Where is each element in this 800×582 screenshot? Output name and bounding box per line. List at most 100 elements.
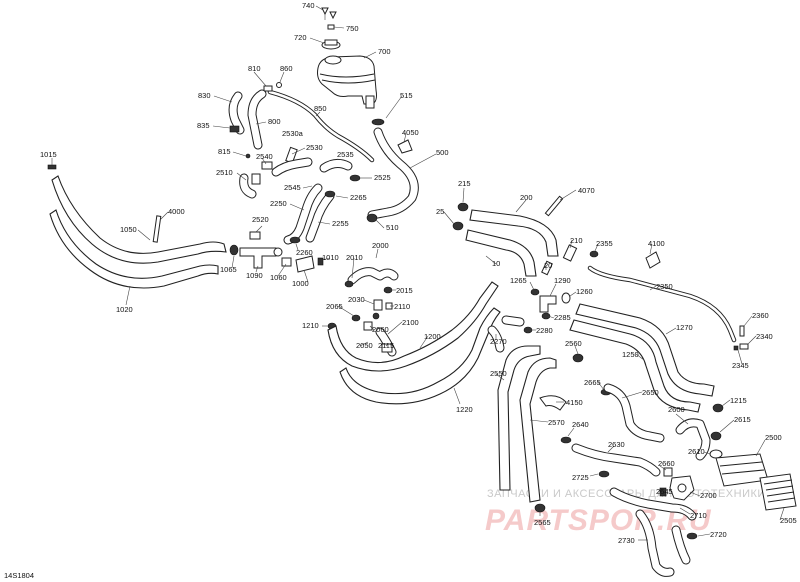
callout-2255: 2255 [332,219,349,228]
fitting-210-part [562,244,578,262]
callout-2030: 2030 [348,295,365,304]
callout-2280: 2280 [536,326,553,335]
hose-830-part [229,92,244,134]
callout-2535: 2535 [337,150,354,159]
callout-2640: 2640 [572,420,589,429]
callout-2505: 2505 [780,516,797,525]
clamp-835-part [229,125,240,133]
callout-2065: 2065 [326,302,343,311]
fitting-2540-part [261,161,273,170]
callout-860: 860 [280,64,293,73]
callout-2060: 2060 [372,325,389,334]
callout-2500: 2500 [765,433,782,442]
callout-2360: 2360 [752,311,769,320]
callout-2340: 2340 [756,332,773,341]
callout-2560: 2560 [565,339,582,348]
callout-210: 210 [570,236,583,245]
fitting-2660-part [663,467,673,477]
callout-2355: 2355 [596,239,613,248]
clamp-2640-part [560,436,572,444]
callout-740: 740 [302,1,315,10]
tank-outlet [365,95,375,109]
callout-2345: 2345 [732,361,749,370]
bolt-815-part [245,153,251,159]
callout-2050: 2050 [356,341,373,350]
tube-2350-part [588,266,736,342]
callout-2725: 2725 [572,473,589,482]
callout-2545: 2545 [284,183,301,192]
callout-2260: 2260 [296,248,313,257]
callout-200: 200 [520,193,533,202]
callout-830: 830 [198,91,211,100]
callout-2550: 2550 [490,369,507,378]
hose-1220-part [339,307,501,405]
parts-layer [47,7,797,577]
fitting-1060-part [281,257,292,267]
elbow-2600-part [676,419,710,460]
callout-1020: 1020 [116,305,133,314]
clamp-1010-part [317,257,324,266]
callout-1050: 1050 [120,225,137,234]
t-fitting-1090-part [239,247,277,269]
hose-2570-part [519,357,557,503]
callout-2710: 2710 [690,511,707,520]
callout-2720: 2720 [710,530,727,539]
callout-835: 835 [197,121,210,130]
leader-lines [51,5,785,541]
callout-4050: 4050 [402,128,419,137]
callout-labels: 740 750 720 700 810 860 830 850 800 515 … [40,1,797,545]
callout-25: 25 [436,207,444,216]
callout-2520: 2520 [252,215,269,224]
callout-2285: 2285 [554,313,571,322]
fitting-2610-part [709,449,723,459]
callout-510: 510 [386,223,399,232]
callout-2540: 2540 [256,152,273,161]
hose-1200-part [327,281,499,372]
clamp-1065-part [229,244,239,256]
fitting-2360-part [739,325,745,337]
hose-2530-part [272,158,312,176]
hose-10-part [465,229,537,277]
callout-2250: 2250 [270,199,287,208]
fitting-2345-part [733,345,739,351]
callout-1220: 1220 [456,405,473,414]
callout-1015: 1015 [40,150,57,159]
fitting-2060-part [363,321,373,331]
hose-850-part [268,90,374,162]
callout-515: 515 [400,91,413,100]
callout-2350: 2350 [656,282,673,291]
callout-2700: 2700 [700,491,717,500]
callout-720: 720 [294,33,307,42]
strap-4000-part [152,215,162,243]
callout-1065: 1065 [220,265,237,274]
callout-2570: 2570 [548,418,565,427]
diagram-reference-code: 14S1804 [4,571,34,580]
callout-1265: 1265 [510,276,527,285]
callout-1270: 1270 [676,323,693,332]
callout-215: 215 [458,179,471,188]
callout-1200: 1200 [424,332,441,341]
fitting-1090b [273,247,283,257]
radiator-cap-top [324,39,338,46]
fitting-2115-part [381,343,393,353]
hose-1250-part [569,319,701,413]
clamp-2565-part [534,503,546,513]
fitting-20-part [541,260,553,276]
clamp-2010-part [344,280,354,288]
callout-1260: 1260 [576,287,593,296]
callout-2630: 2630 [608,440,625,449]
callout-10: 10 [492,259,500,268]
hose-2255-part [306,192,334,242]
callout-2115: 2115 [378,341,394,350]
clamp-1260-part [561,292,571,304]
hose-2535-part [320,159,352,172]
callout-810: 810 [248,64,261,73]
callout-850: 850 [314,104,327,113]
callout-4000: 4000 [168,207,185,216]
clamp-2645-part [659,487,667,497]
hose-2270-part [488,326,504,352]
callout-1215: 1215 [730,396,747,405]
bolt-1015-part [47,164,57,170]
hose-2710-part [610,488,696,520]
